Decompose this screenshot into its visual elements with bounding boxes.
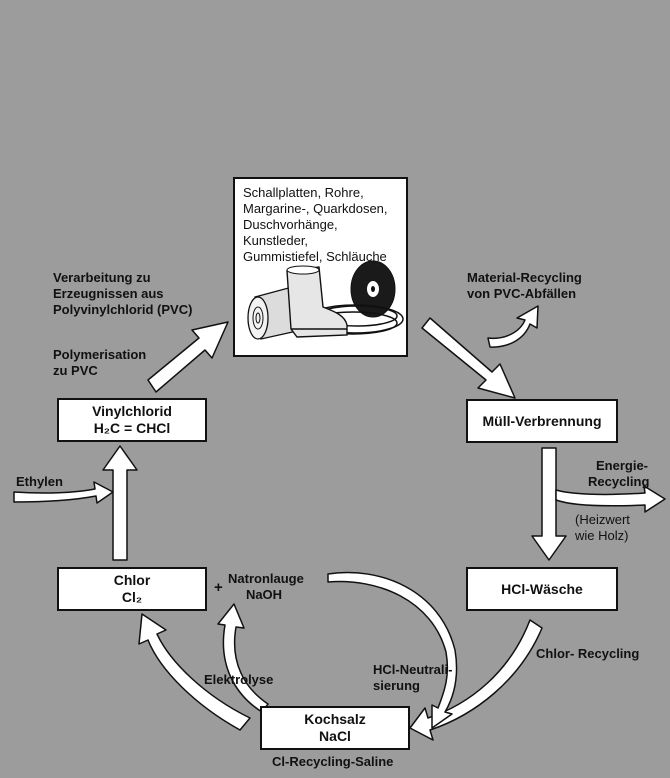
arrow-kochsalz-to-chlor [138,613,251,731]
label-polymerisation: Polymerisation zu PVC [53,347,146,379]
label-ethylen: Ethylen [16,474,63,489]
label-energie-line-2: Recycling [588,474,650,489]
products-line-3: Duschvorhänge, Kunstleder, [243,217,338,248]
label-cl-recycling-saline: Cl-Recycling-Saline [272,754,394,769]
label-material-recycling: Material-Recycling von PVC-Abfällen [467,270,582,302]
label-heizwert-line-2: wie Holz) [575,528,629,543]
products-line-4: Gummistiefel, Schläuche [243,249,387,264]
record-icon [350,260,396,318]
arrow-muell-to-hcl [531,447,567,561]
label-verarbeitung-line-3: Polyvinylchlorid (PVC) [53,302,193,317]
label-elektrolyse: Elektrolyse [204,672,274,687]
label-verarbeitung-line-2: Erzeugnissen aus [53,286,164,301]
chlor-formula: Cl₂ [121,589,143,605]
natronlauge-label: Natronlauge NaOH [228,571,304,603]
products-line-2: Margarine-, Quarkdosen, [243,201,388,216]
hcl-waesche-label: HCl-Wäsche [501,580,583,597]
arrow-polymerisation [147,321,229,393]
arrow-ethylen [13,481,114,504]
boot-icon [286,265,348,338]
arrow-energie-recycling [555,485,666,513]
chlor-box: Chlor Cl₂ [57,567,207,611]
chlor-name: Chlor [113,572,151,588]
vinylchlorid-name: Vinylchlorid [92,403,172,419]
arrow-material-recycling [487,305,539,348]
muell-verbrennung-label: Müll-Verbrennung [482,412,602,429]
arrow-chlor-recycling [409,619,543,741]
vinylchlorid-box: Vinylchlorid H₂C = CHCl [57,398,207,442]
kochsalz-name: Kochsalz [304,711,366,727]
products-box: Schallplatten, Rohre, Margarine-, Quarkd… [233,177,408,357]
label-heizwert: (Heizwert wie Holz) [575,512,630,544]
label-material-line-1: Material-Recycling [467,270,582,285]
hcl-waesche-box: HCl-Wäsche [466,567,618,611]
products-illustration [247,260,404,340]
products-line-1: Schallplatten, Rohre, [243,185,364,200]
label-verarbeitung: Verarbeitung zu Erzeugnissen aus Polyvin… [53,270,192,318]
label-energie-recycling: Energie- Recycling [588,458,650,490]
label-hcl-neutralisierung: HCl-Neutrali- sierung [373,662,452,694]
label-material-line-2: von PVC-Abfällen [467,286,577,301]
label-verarbeitung-line-1: Verarbeitung zu [53,270,151,285]
natronlauge-name: Natronlauge [228,571,304,586]
plus-sign: + [214,579,223,596]
label-hcl-neutral-line-2: sierung [373,678,420,693]
arrow-hcl-neutralisierung [327,571,458,729]
vinylchlorid-formula: H₂C = CHCl [93,420,171,436]
label-heizwert-line-1: (Heizwert [575,512,630,527]
natronlauge-formula: NaOH [245,587,283,602]
kochsalz-box: Kochsalz NaCl [260,706,410,750]
muell-verbrennung-box: Müll-Verbrennung [466,399,618,443]
kochsalz-formula: NaCl [319,728,351,744]
label-polymerisation-line-1: Polymerisation [53,347,147,362]
label-chlor-recycling: Chlor- Recycling [536,646,640,661]
label-energie-line-1: Energie- [595,458,648,473]
label-hcl-neutral-line-1: HCl-Neutrali- [373,662,453,677]
arrow-elektrolyse [217,603,269,713]
label-polymerisation-line-2: zu PVC [53,363,98,378]
products-text: Schallplatten, Rohre, Margarine-, Quarkd… [243,185,403,265]
arrow-chlor-to-vinyl [102,445,138,561]
arrow-products-to-muell [421,317,516,399]
